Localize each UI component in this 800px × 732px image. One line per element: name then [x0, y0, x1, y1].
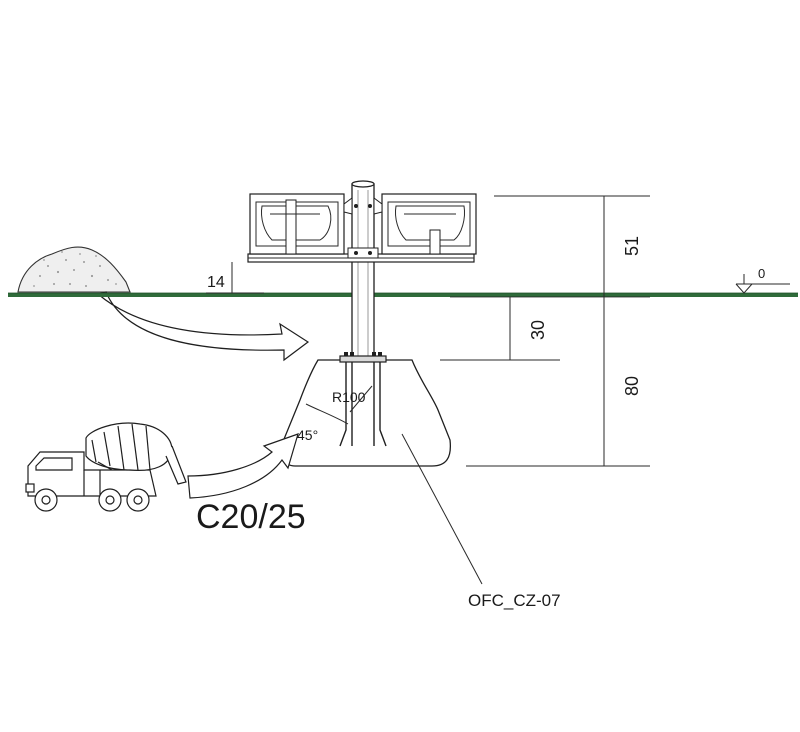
post [351, 180, 375, 361]
top-height-label: 51 [622, 236, 642, 256]
soil-pile [17, 246, 131, 293]
concrete-mixer-truck-icon [25, 422, 187, 512]
foundation-depth-label: 80 [622, 376, 642, 396]
concrete-foundation [280, 359, 452, 467]
seat-height-label: 14 [207, 274, 225, 291]
radius-arc [305, 403, 349, 425]
radius-label: R100 [332, 389, 366, 405]
radius-leader [349, 385, 373, 413]
ground-level-label: 0 [758, 266, 765, 281]
concrete-arrow [187, 433, 299, 499]
base-plate [339, 352, 387, 363]
seat-frame [247, 193, 477, 263]
embed-depth-label: 30 [528, 320, 548, 340]
part-code-label: OFC_CZ-07 [468, 591, 561, 610]
angle-label: 45° [297, 427, 318, 443]
seat-height-dimension [206, 262, 264, 294]
anchor-bolts [339, 362, 387, 447]
part-code-leader [401, 433, 483, 585]
concrete-grade-label: C20/25 [196, 498, 306, 536]
ground-line [8, 292, 798, 298]
soil-arrow [96, 291, 310, 362]
ground-level-marker [735, 274, 790, 294]
height-dimensions [440, 195, 650, 467]
